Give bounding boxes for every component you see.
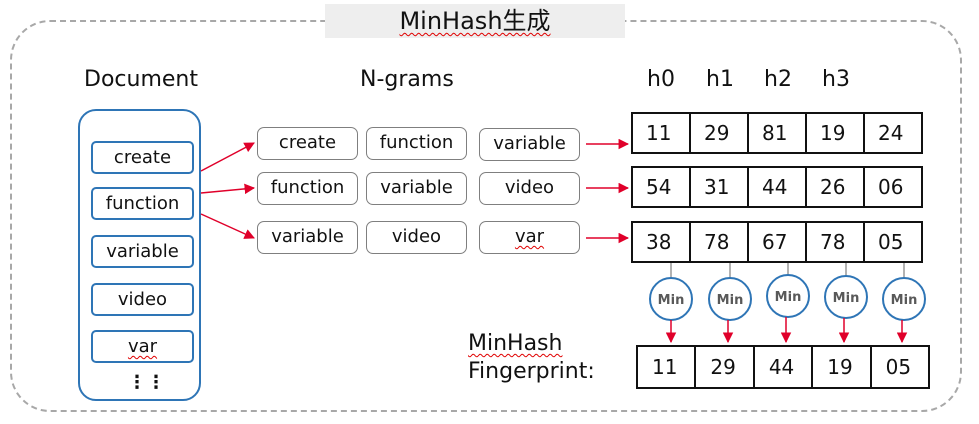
hash-cell: 05 — [878, 230, 904, 254]
ngram-r3-c3-text: var — [514, 226, 545, 247]
hash-cell: 54 — [633, 168, 691, 206]
hash-cell: 24 — [878, 121, 904, 145]
hash-cell: 19 — [807, 114, 865, 152]
min-circle — [766, 274, 810, 318]
ngram-r2-c2: variable — [366, 172, 467, 205]
hash-col-h0: h0 — [647, 67, 675, 92]
ngram-r2-c3: video — [479, 172, 580, 205]
hash-cell: 06 — [878, 175, 904, 199]
min-column-2: Min — [708, 263, 752, 344]
arrow-doc-to-row2 — [200, 183, 256, 195]
ngram-r3-c2: video — [366, 221, 467, 254]
hash-cell: 31 — [691, 168, 749, 206]
fingerprint-cell: 05 — [885, 355, 912, 379]
arrow-doc-to-row3 — [200, 213, 255, 239]
document-container — [78, 109, 201, 401]
hash-cell: 26 — [807, 168, 865, 206]
ellipsis-dots: ⋮⋮ — [128, 372, 166, 393]
min-circle — [824, 275, 868, 319]
diagram-title: MinHash生成 — [325, 4, 625, 38]
min-column-4: Min — [824, 263, 868, 344]
min-label: Min — [775, 290, 802, 305]
fingerprint-cell: 44 — [755, 347, 814, 387]
min-column-5: Min — [882, 263, 926, 344]
fingerprint-cell: 11 — [638, 347, 697, 387]
fingerprint-label-line2: Fingerprint: — [468, 359, 595, 384]
document-heading: Document — [84, 67, 198, 92]
ngram-r3-c3: var — [479, 221, 580, 254]
min-circle — [882, 277, 926, 321]
ngram-r2-c1: function — [257, 172, 358, 205]
fingerprint-cell: 29 — [696, 347, 755, 387]
min-label: Min — [717, 293, 744, 308]
document-item-variable: variable — [91, 235, 194, 268]
hash-row-3: 38 78 67 78 05 — [631, 221, 923, 263]
document-item-video: video — [91, 283, 194, 316]
ngram-r1-c2: function — [366, 127, 467, 160]
hash-cell: 78 — [807, 223, 865, 261]
hash-cell: 29 — [691, 114, 749, 152]
hash-cell: 38 — [633, 223, 691, 261]
min-column-3: Min — [766, 263, 810, 344]
hash-col-h1: h1 — [706, 67, 734, 92]
min-label: Min — [891, 293, 918, 308]
hash-cell: 11 — [633, 114, 691, 152]
hash-row-2: 54 31 44 26 06 — [631, 166, 923, 208]
min-label: Min — [658, 293, 685, 308]
ngram-r3-c1: variable — [257, 221, 358, 254]
fingerprint-cell: 19 — [813, 347, 872, 387]
document-item-create: create — [91, 141, 194, 174]
ngram-r1-c3: variable — [479, 128, 580, 161]
title-text: MinHash生成 — [399, 7, 551, 35]
ngrams-heading: N-grams — [360, 67, 454, 92]
ngram-r1-c1: create — [257, 127, 358, 160]
min-circle — [708, 277, 752, 321]
document-item-var: var — [91, 330, 194, 363]
hash-col-h2: h2 — [764, 67, 792, 92]
fingerprint-label-line1: MinHash — [468, 331, 563, 356]
hash-cell: 78 — [691, 223, 749, 261]
min-label: Min — [833, 291, 860, 306]
hash-cell: 81 — [749, 114, 807, 152]
document-item-var-text: var — [127, 336, 158, 357]
hash-col-h3: h3 — [822, 67, 850, 92]
hash-cell: 44 — [749, 168, 807, 206]
hash-cell: 67 — [749, 223, 807, 261]
min-column-1: Min — [649, 263, 693, 344]
fingerprint-label: MinHash Fingerprint: — [468, 330, 595, 386]
hash-row-1: 11 29 81 19 24 — [631, 112, 923, 154]
fingerprint-row: 11 29 44 19 05 — [636, 345, 930, 389]
arrow-doc-to-row1 — [200, 142, 255, 172]
document-item-function: function — [91, 187, 194, 220]
